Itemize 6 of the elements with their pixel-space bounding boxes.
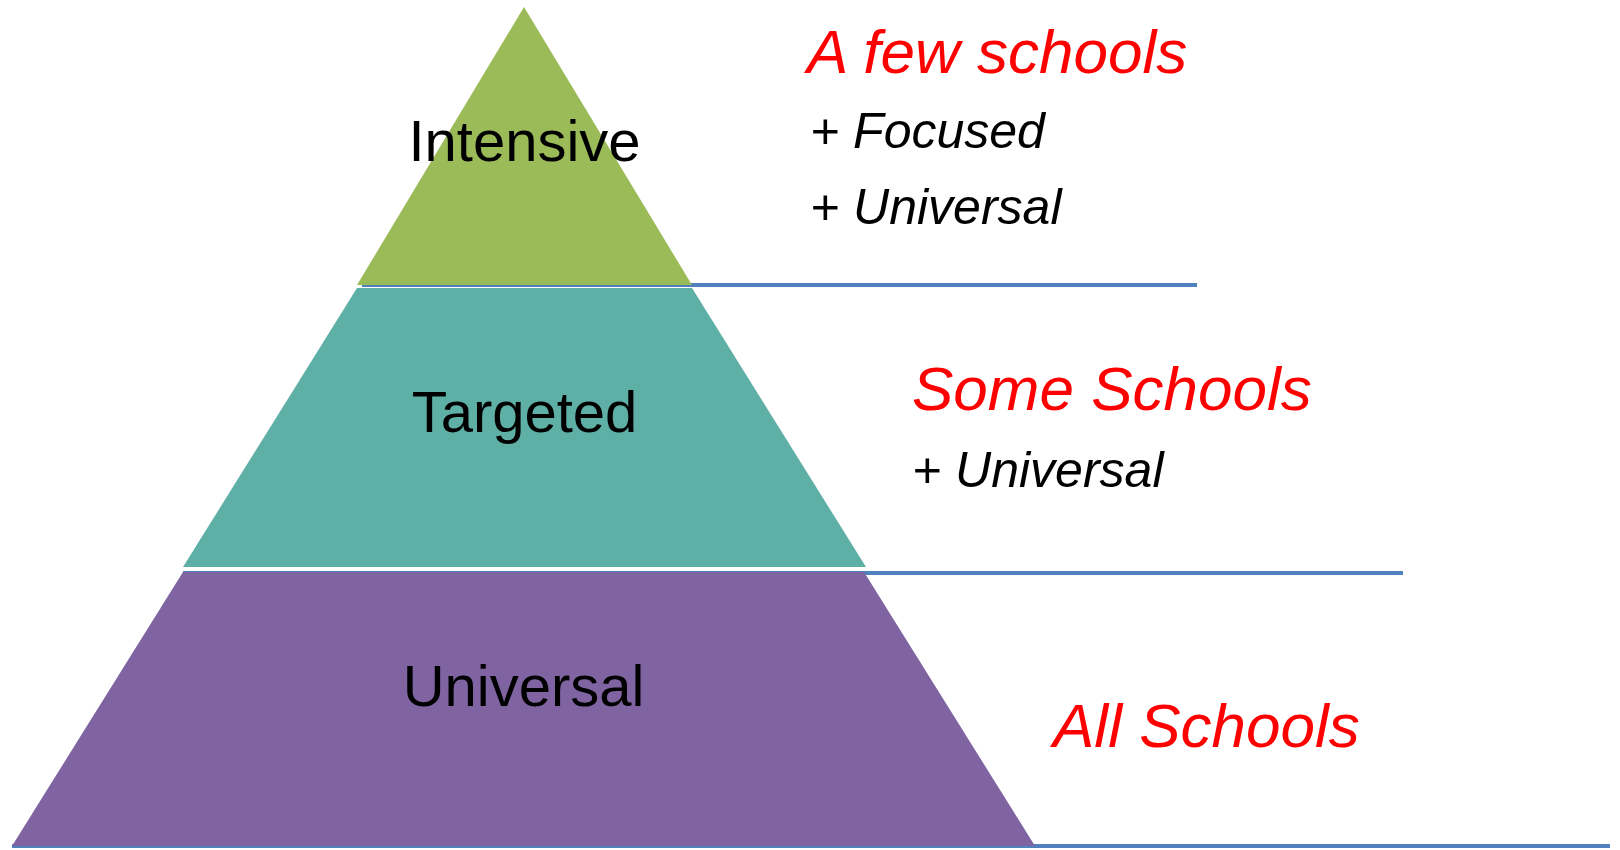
tier-note: + Universal [912,443,1164,498]
tier-label: Universal [402,652,645,719]
tier-caption: Some Schools [912,355,1312,424]
tier-note: + Universal [810,180,1062,235]
tier-note: + Focused [810,104,1045,159]
tier-label: Targeted [411,378,638,445]
